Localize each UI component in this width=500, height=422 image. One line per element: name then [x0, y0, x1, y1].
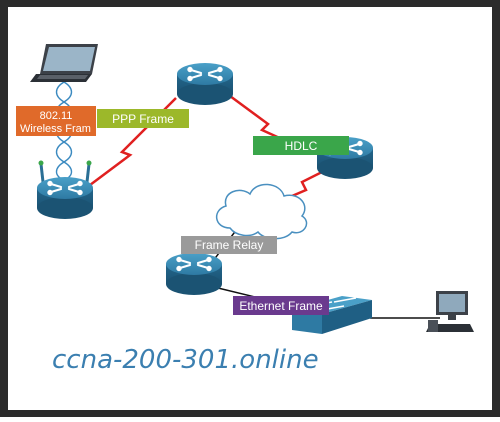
ethernet-label: Ethernet Frame	[233, 296, 329, 315]
ppp-label-text: PPP Frame	[112, 112, 174, 126]
wireless-label-line1: 802.11	[40, 110, 73, 122]
wireless-label: 802.11 Wireless Fram	[16, 106, 96, 136]
frame-relay-label: Frame Relay	[181, 236, 277, 254]
router-icon	[175, 61, 235, 107]
laptop-icon	[30, 44, 98, 82]
ppp-label: PPP Frame	[97, 109, 189, 128]
hdlc-label-text: HDLC	[285, 139, 318, 153]
frame-relay-label-text: Frame Relay	[195, 238, 264, 252]
wireless-label-line2: Wireless Fram	[20, 123, 91, 135]
router-icon	[164, 251, 224, 297]
hdlc-label: HDLC	[253, 136, 349, 155]
ethernet-label-text: Ethernet Frame	[239, 299, 323, 313]
desktop-pc-icon	[426, 291, 474, 332]
cloud-icon	[216, 183, 308, 240]
wireless-router-icon	[35, 160, 95, 221]
watermark-text: ccna-200-301.online	[52, 345, 319, 375]
